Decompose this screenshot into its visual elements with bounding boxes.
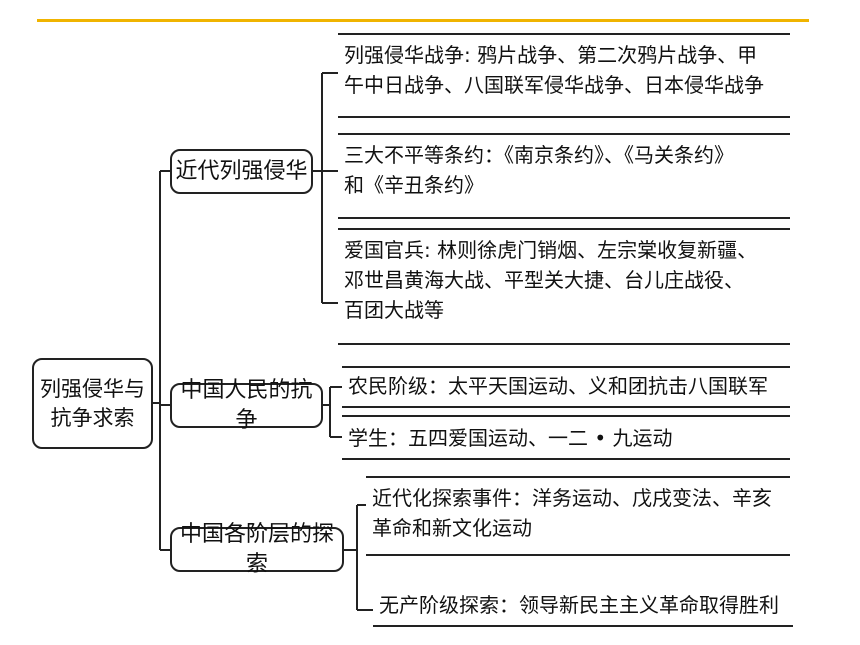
leaf-line: 邓世昌黄海大战、平型关大捷、台儿庄战役、 <box>344 268 744 292</box>
leaf-modernization-events: 近代化探索事件：洋务运动、戊戌变法、辛亥 革命和新文化运动 <box>366 476 790 556</box>
leaf-line: 列强侵华战争: 鸦片战争、第二次鸦片战争、甲 <box>344 43 758 67</box>
leaf-line: 百团大战等 <box>344 298 444 322</box>
branch-node-invasion: 近代列强侵华 <box>170 149 313 194</box>
root-line-2: 抗争求索 <box>50 405 135 430</box>
branch-node-exploration: 中国各阶层的探索 <box>170 522 344 577</box>
root-node: 列强侵华与 抗争求索 <box>32 358 153 449</box>
leaf-peasant-class: 农民阶级：太平天国运动、义和团抗击八国联军 <box>342 366 790 408</box>
leaf-proletariat: 无产阶级探索：领导新民主主义革命取得胜利 <box>373 582 793 627</box>
branch-label: 近代列强侵华 <box>175 158 308 184</box>
branch-label: 中国各阶层的探索 <box>179 521 334 577</box>
leaf-line: 学生：五四爱国运动、一二 • 九运动 <box>348 426 673 450</box>
branch-label: 中国人民的抗争 <box>180 377 313 433</box>
leaf-line: 午中日战争、八国联军侵华战争、日本侵华战争 <box>344 73 764 97</box>
leaf-patriotic-officers: 爱国官兵: 林则徐虎门销烟、左宗棠收复新疆、 邓世昌黄海大战、平型关大捷、台儿庄… <box>338 228 790 345</box>
leaf-students: 学生：五四爱国运动、一二 • 九运动 <box>342 415 790 460</box>
header-accent-line <box>37 19 809 22</box>
leaf-invasion-wars: 列强侵华战争: 鸦片战争、第二次鸦片战争、甲 午中日战争、八国联军侵华战争、日本… <box>338 33 790 118</box>
leaf-line: 爱国官兵: 林则徐虎门销烟、左宗棠收复新疆、 <box>344 238 758 262</box>
leaf-line: 农民阶级：太平天国运动、义和团抗击八国联军 <box>348 374 768 398</box>
leaf-line: 三大不平等条约：《南京条约》、《马关条约》 <box>344 143 734 167</box>
leaf-line: 革命和新文化运动 <box>372 516 532 540</box>
leaf-line: 和《辛丑条约》 <box>344 173 484 197</box>
leaf-line: 无产阶级探索：领导新民主主义革命取得胜利 <box>379 593 779 617</box>
leaf-line: 近代化探索事件：洋务运动、戊戌变法、辛亥 <box>372 486 772 510</box>
leaf-unequal-treaties: 三大不平等条约：《南京条约》、《马关条约》 和《辛丑条约》 <box>338 133 790 219</box>
branch-node-resistance: 中国人民的抗争 <box>170 378 323 433</box>
root-line-1: 列强侵华与 <box>40 377 145 402</box>
